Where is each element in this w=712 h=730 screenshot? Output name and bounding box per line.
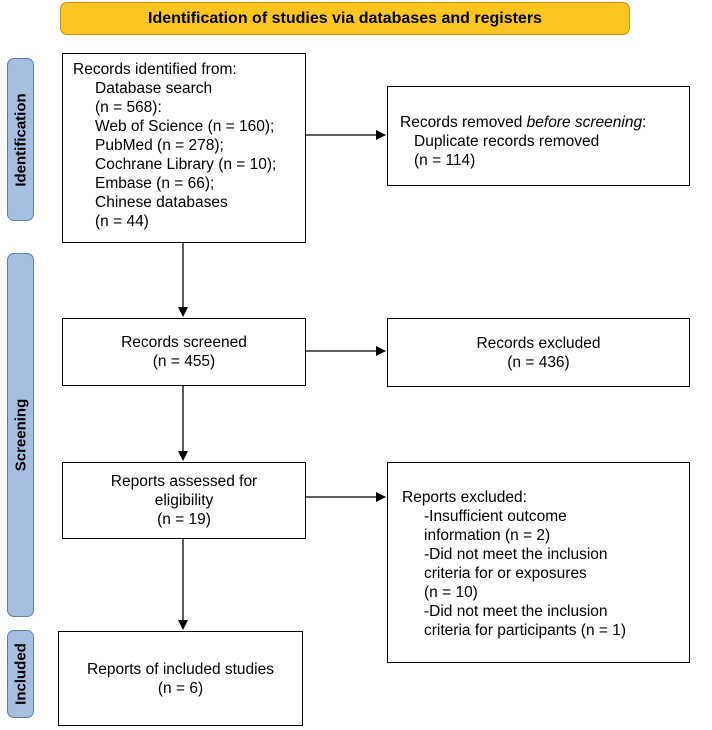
records-removed-line: (n = 114) xyxy=(414,152,476,169)
reports-excluded-heading: Reports excluded: xyxy=(402,489,527,506)
reports-excluded-line: -Insufficient outcome xyxy=(424,508,567,525)
records-identified-box: Records identified from: Database search… xyxy=(62,53,306,243)
reports-assessed-label: eligibility xyxy=(154,492,214,509)
records-excluded-count: (n = 436) xyxy=(507,353,570,371)
records-identified-list: Database search (n = 568): Web of Scienc… xyxy=(73,79,305,231)
records-removed-heading: Records removed before screening: xyxy=(400,113,689,132)
title-banner: Identification of studies via databases … xyxy=(60,2,630,35)
records-identified-heading: Records identified from: xyxy=(73,61,237,78)
records-identified-line: Web of Science (n = 160); xyxy=(95,118,275,135)
reports-excluded-line: -Did not meet the inclusion xyxy=(424,603,608,620)
reports-excluded-line: (n = 10) xyxy=(424,584,478,601)
records-identified-line: Chinese databases xyxy=(95,194,228,211)
reports-assessed-label: Reports assessed for xyxy=(110,473,258,490)
reports-included-count: (n = 6) xyxy=(157,679,204,697)
records-identified-line: (n = 568): xyxy=(95,99,162,116)
reports-excluded-line: information (n = 2) xyxy=(424,527,551,544)
records-screened-label: Records screened xyxy=(121,334,247,351)
records-removed-heading-suffix: : xyxy=(642,114,647,131)
phase-screening: Screening xyxy=(7,253,34,617)
records-removed-box: Records removed before screening: Duplic… xyxy=(387,86,690,186)
reports-included-box: Reports of included studies (n = 6) xyxy=(58,631,303,726)
reports-included-label: Reports of included studies xyxy=(87,660,274,678)
phase-identification: Identification xyxy=(7,58,34,221)
records-excluded-box: Records excluded (n = 436) xyxy=(387,318,690,387)
reports-assessed-count: (n = 19) xyxy=(157,511,211,528)
records-identified-line: Cochrane Library (n = 10); xyxy=(95,156,277,173)
reports-assessed-box: Reports assessed for eligibility (n = 19… xyxy=(62,462,306,539)
reports-excluded-line: -Did not meet the inclusion xyxy=(424,546,608,563)
records-excluded-label: Records excluded xyxy=(476,334,601,352)
phase-included: Included xyxy=(7,630,34,718)
reports-excluded-list: -Insufficient outcome information (n = 2… xyxy=(402,507,689,640)
reports-excluded-line: criteria for or exposures xyxy=(424,565,587,582)
reports-excluded-box: Reports excluded: -Insufficient outcome … xyxy=(387,462,690,663)
records-removed-heading-prefix: Records removed xyxy=(400,114,527,131)
records-screened-count: (n = 455) xyxy=(152,353,216,370)
title-banner-text: Identification of studies via databases … xyxy=(148,9,542,27)
records-identified-line: PubMed (n = 278); xyxy=(95,137,224,154)
records-identified-line: Embase (n = 66); xyxy=(95,175,215,192)
reports-excluded-line: criteria for participants (n = 1) xyxy=(424,622,627,639)
records-identified-line: (n = 44) xyxy=(95,213,149,230)
records-removed-heading-emphasis: before screening xyxy=(526,114,643,131)
records-removed-line: Duplicate records removed xyxy=(414,133,600,150)
records-screened-box: Records screened (n = 455) xyxy=(62,318,306,386)
records-identified-line: Database search xyxy=(95,80,213,97)
